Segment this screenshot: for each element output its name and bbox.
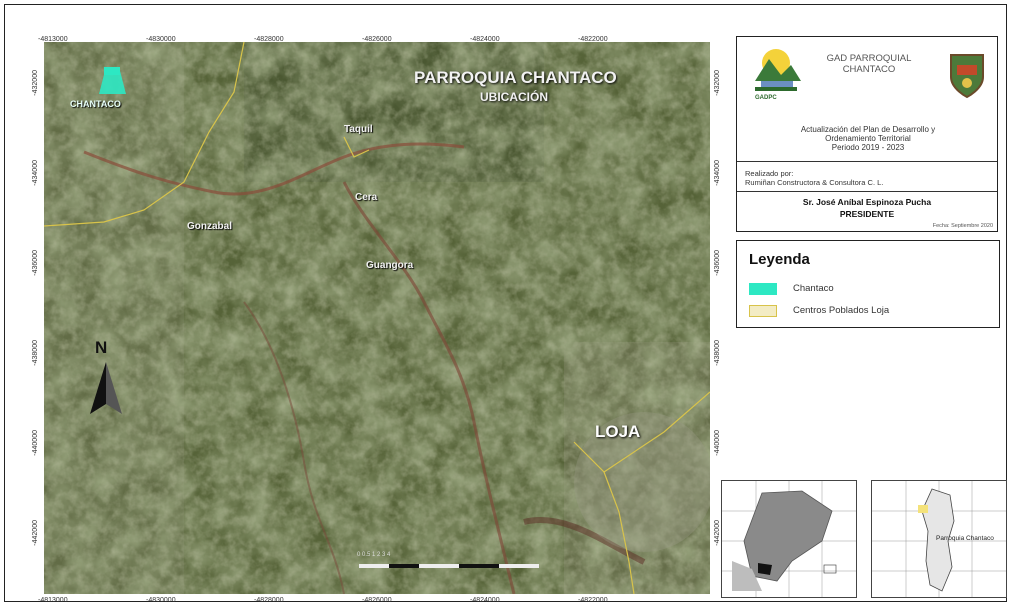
coordinate-tick-label: -4826000 bbox=[362, 597, 392, 604]
coordinate-tick-label: -4813000 bbox=[38, 36, 68, 43]
legend-swatch-chantaco bbox=[749, 283, 777, 295]
coordinate-tick-label: -436000 bbox=[714, 250, 721, 276]
president-role: PRESIDENTE bbox=[839, 209, 895, 219]
legend-label-chantaco: Chantaco bbox=[793, 283, 834, 294]
coordinate-tick-label: -440000 bbox=[714, 430, 721, 456]
satellite-map[interactable]: PARROQUIA CHANTACO UBICACIÓN CHANTACO Ta… bbox=[44, 42, 710, 594]
coordinate-tick-label: -4828000 bbox=[254, 36, 284, 43]
org-line-1: GAD PARROQUIAL bbox=[826, 53, 912, 64]
coordinate-tick-label: -440000 bbox=[32, 430, 39, 456]
separator bbox=[737, 191, 997, 192]
place-label-gonzabal: Gonzabal bbox=[187, 221, 233, 232]
map-subtitle: UBICACIÓN bbox=[480, 90, 548, 104]
place-label-chantaco: CHANTACO bbox=[70, 99, 121, 109]
coordinate-tick-label: -4828000 bbox=[254, 597, 284, 604]
legend-swatch-centros-poblados bbox=[749, 305, 777, 317]
chantaco-emblem bbox=[99, 67, 126, 94]
president-name: Sr. José Aníbal Espinoza Pucha bbox=[802, 197, 932, 207]
org-name: GAD PARROQUIAL CHANTACO bbox=[809, 53, 929, 75]
place-label-taquil: Taquil bbox=[344, 124, 373, 135]
inset-loja-map bbox=[872, 481, 1006, 597]
coordinate-tick-label: -432000 bbox=[714, 70, 721, 96]
desc-line-2: Ordenamiento Territorial bbox=[825, 134, 911, 143]
coordinate-tick-label: -4826000 bbox=[362, 36, 392, 43]
place-label-guangora: Guangora bbox=[366, 260, 414, 271]
coordinate-tick-label: -4822000 bbox=[578, 36, 608, 43]
coordinate-tick-label: -442000 bbox=[714, 520, 721, 546]
inset-ecuador-map bbox=[722, 481, 856, 597]
inset-parish-label: Parroquia Chantaco bbox=[936, 535, 994, 542]
place-label-cera: Cera bbox=[355, 192, 378, 203]
made-by-label: Realizado por: bbox=[745, 169, 794, 178]
org-line-2: CHANTACO bbox=[842, 64, 896, 75]
scale-bar-text: 0 0.5 1 2 3 4 bbox=[357, 552, 391, 558]
coordinate-tick-label: -438000 bbox=[714, 340, 721, 366]
coordinate-tick-label: -4830000 bbox=[146, 597, 176, 604]
place-label-loja: LOJA bbox=[595, 422, 641, 441]
map-title: PARROQUIA CHANTACO bbox=[414, 68, 617, 87]
map-date: Fecha: Septiembre 2020 bbox=[932, 223, 993, 229]
satellite-imagery bbox=[44, 42, 710, 594]
north-arrow-icon bbox=[90, 362, 122, 414]
authors: Realizado por: Rumiñan Constructora & Co… bbox=[745, 169, 883, 187]
legend-title: Leyenda bbox=[749, 251, 810, 268]
title-block: GADPC GAD PARROQUIAL CHANTACO Actualizac… bbox=[736, 36, 998, 232]
coordinate-tick-label: -4824000 bbox=[470, 597, 500, 604]
north-letter: N bbox=[95, 338, 108, 357]
separator bbox=[737, 161, 997, 162]
map-frame bbox=[4, 4, 1007, 602]
coordinate-tick-label: -432000 bbox=[32, 70, 39, 96]
legend: Leyenda Chantaco Centros Poblados Loja bbox=[736, 240, 1000, 328]
coordinate-tick-label: -434000 bbox=[714, 160, 721, 186]
gad-logo-icon bbox=[755, 49, 801, 91]
coordinate-tick-label: -436000 bbox=[32, 250, 39, 276]
company-name: Rumiñan Constructora & Consultora C. L. bbox=[745, 178, 884, 187]
coordinate-tick-label: -434000 bbox=[32, 160, 39, 186]
inset-loja: Parroquia Chantaco bbox=[871, 480, 1007, 598]
parish-shield-icon bbox=[950, 54, 984, 99]
inset-ecuador bbox=[721, 480, 857, 598]
desc-line-1: Actualización del Plan de Desarrollo y bbox=[800, 125, 936, 134]
legend-label-centros-poblados: Centros Poblados Loja bbox=[793, 305, 890, 316]
plan-description: Actualización del Plan de Desarrollo y O… bbox=[747, 125, 989, 152]
coordinate-tick-label: -4822000 bbox=[578, 597, 608, 604]
coordinate-tick-label: -4824000 bbox=[470, 36, 500, 43]
coordinate-tick-label: -4813000 bbox=[38, 597, 68, 604]
scale-bar bbox=[359, 564, 539, 568]
coordinate-tick-label: -442000 bbox=[32, 520, 39, 546]
coordinate-tick-label: -438000 bbox=[32, 340, 39, 366]
coordinate-tick-label: -4830000 bbox=[146, 36, 176, 43]
desc-line-3: Periodo 2019 - 2023 bbox=[831, 143, 905, 152]
logo-caption: GADPC bbox=[755, 95, 777, 101]
